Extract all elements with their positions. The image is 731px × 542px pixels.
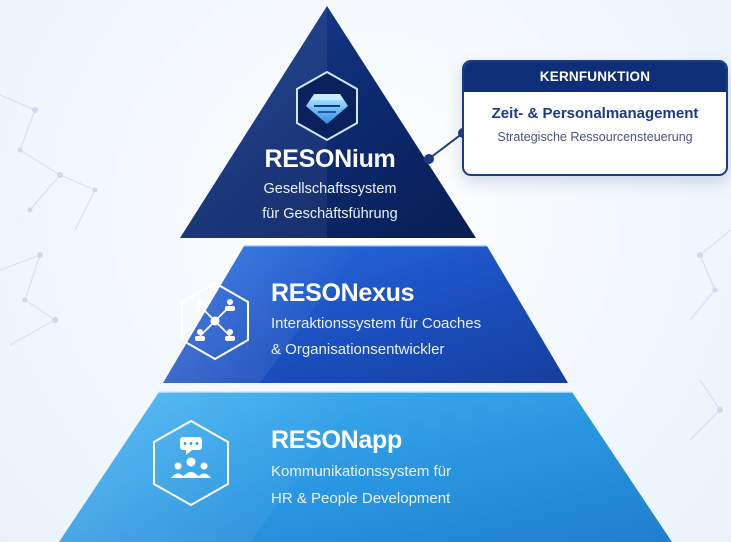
callout-subtitle: Strategische Ressourcensteuerung [497, 130, 693, 144]
chat-group-icon [153, 419, 229, 507]
tier-description-line: Gesellschaftssystem [263, 180, 397, 197]
tier-description-line: Interaktionssystem für Coaches [271, 314, 482, 332]
tier-title: RESONexus [271, 279, 415, 307]
tier-resonium-text: RESONium Gesellschaftssystem für Geschäf… [230, 145, 430, 225]
network-people-icon [181, 281, 249, 361]
hexagon-gem-logo-icon [296, 70, 358, 142]
tier-description-line: & Organisationsentwickler [271, 340, 445, 358]
tier-description-line: für Geschäftsführung [262, 206, 398, 223]
callout-title: Zeit- & Personalmanagement [491, 105, 699, 122]
tier-resonapp-text: RESONapp Kommunikationssystem für HR & P… [271, 426, 571, 509]
callout-header: KERNFUNKTION [464, 62, 726, 92]
tier-title: RESONium [264, 145, 396, 173]
tier-description-line: Kommunikationssystem für [271, 462, 452, 480]
kernfunktion-callout: KERNFUNKTION Zeit- & Personalmanagement … [462, 60, 728, 176]
callout-connector-line [429, 132, 464, 159]
callout-connector-dot [424, 154, 434, 164]
tier-description-line: HR & People Development [271, 489, 451, 507]
tier-resonexus-text: RESONexus Interaktionssystem für Coaches… [271, 279, 561, 360]
tier-title: RESONapp [271, 426, 402, 454]
